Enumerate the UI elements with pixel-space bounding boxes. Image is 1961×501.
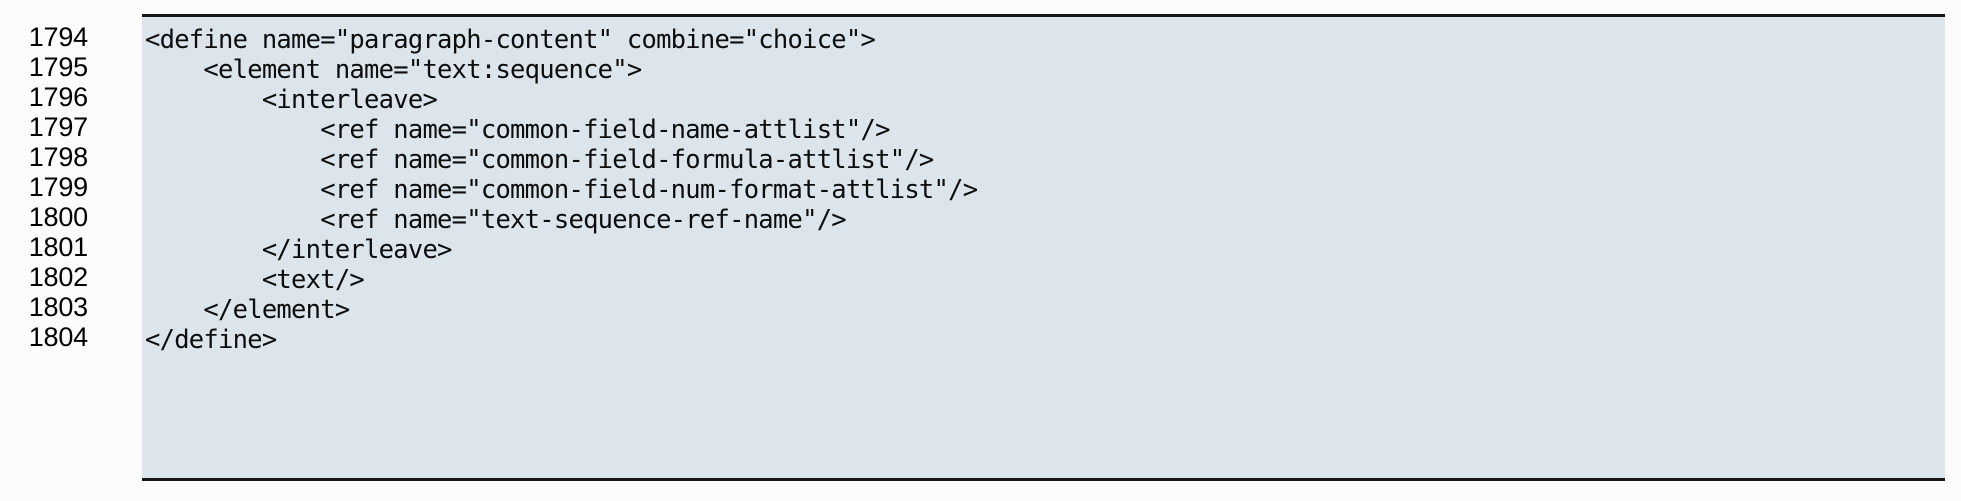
code-lines: <define name="paragraph-content" combine… [145,25,1941,355]
code-line: </element> [145,295,350,325]
code-line: <ref name="common-field-formula-attlist"… [145,145,934,175]
line-number: 1794 [28,22,88,52]
line-number-gutter: 1794 1795 1796 1797 1798 1799 1800 1801 … [0,22,88,352]
line-number: 1801 [28,232,88,262]
code-line: <text/> [145,265,365,295]
code-line: <ref name="common-field-num-format-attli… [145,175,978,205]
line-number: 1802 [28,262,88,292]
line-number: 1799 [28,172,88,202]
line-number: 1804 [28,322,88,352]
line-number: 1798 [28,142,88,172]
code-line: <interleave> [145,85,438,115]
line-number: 1803 [28,292,88,322]
line-number: 1797 [28,112,88,142]
code-line: </define> [145,325,277,355]
line-number: 1795 [28,52,88,82]
code-line: <ref name="text-sequence-ref-name"/> [145,205,846,235]
line-number: 1796 [28,82,88,112]
code-line: </interleave> [145,235,453,265]
line-number: 1800 [28,202,88,232]
code-line: <element name="text:sequence"> [145,55,642,85]
code-block[interactable]: <define name="paragraph-content" combine… [142,14,1945,481]
code-line: <ref name="common-field-name-attlist"/> [145,115,890,145]
code-line: <define name="paragraph-content" combine… [145,25,876,55]
